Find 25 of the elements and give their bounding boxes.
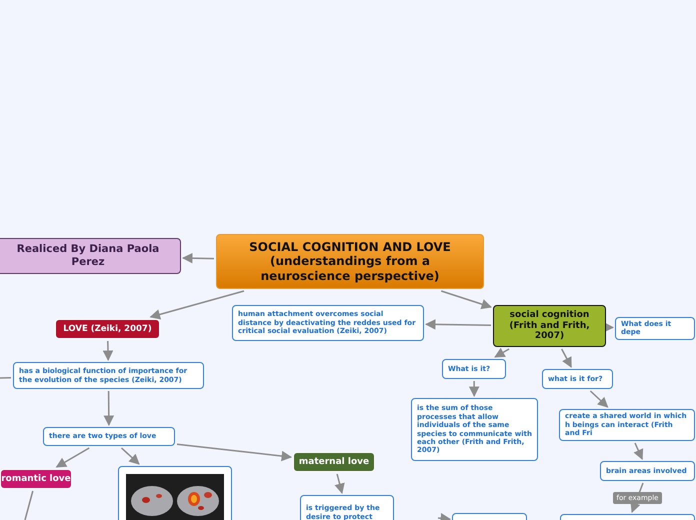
author-box: Realiced By Diana Paola Perez xyxy=(0,238,181,274)
arrow xyxy=(438,513,452,520)
arrow xyxy=(494,348,510,358)
topic-box: romantic love xyxy=(0,469,72,489)
arrow xyxy=(121,447,140,465)
arrow xyxy=(334,474,345,494)
arrow xyxy=(561,348,572,368)
topic-box: maternal love xyxy=(293,452,375,472)
arrow xyxy=(424,319,492,330)
connector-line xyxy=(24,490,34,520)
connector-line xyxy=(0,376,12,379)
arrow xyxy=(102,340,114,362)
arrow xyxy=(150,290,244,320)
arrow xyxy=(468,381,480,398)
arrow xyxy=(104,391,114,426)
topic-box: LOVE (Zeiki, 2007) xyxy=(55,319,160,339)
arrow xyxy=(176,443,292,462)
topic-box: SOCIAL COGNITION AND LOVE (understandings from a neuroscience perspective) xyxy=(216,234,484,289)
arrow xyxy=(56,447,90,468)
arrow xyxy=(182,252,214,264)
arrow xyxy=(440,290,492,310)
topic-box: social cognition (Frith and Frith, 2007) xyxy=(493,305,606,347)
arrow xyxy=(590,390,608,408)
image-frame xyxy=(118,466,232,520)
arrow xyxy=(634,442,644,460)
